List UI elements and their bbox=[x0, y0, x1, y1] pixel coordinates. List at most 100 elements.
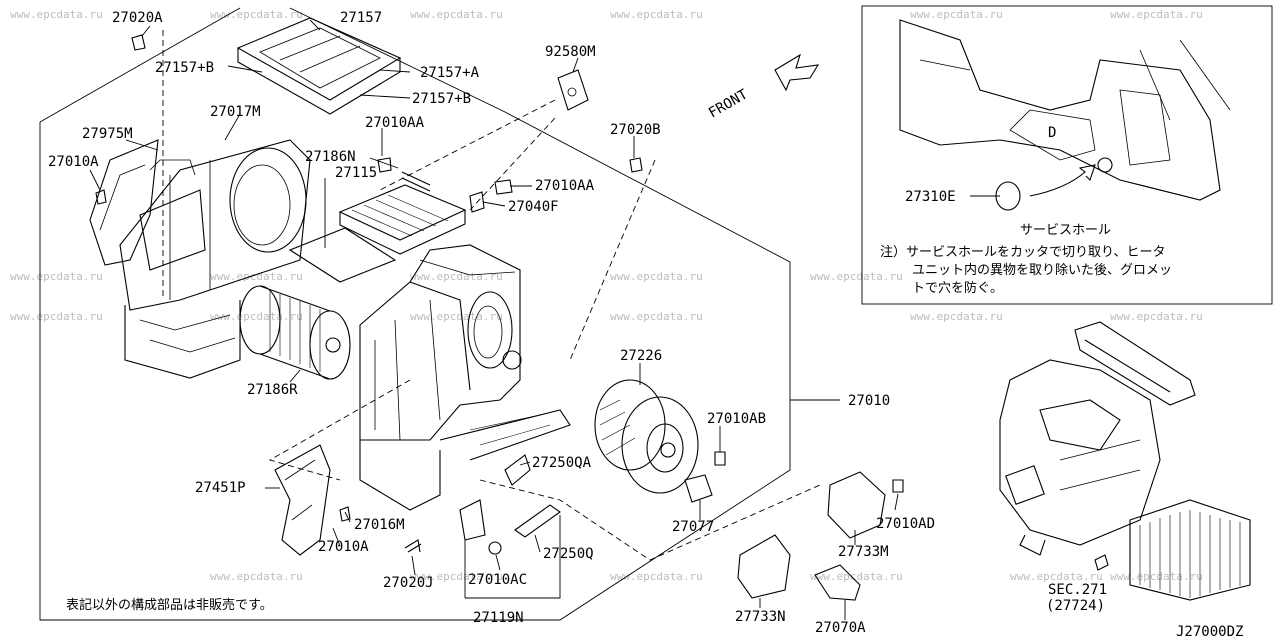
watermark: www.epcdata.ru bbox=[810, 570, 903, 583]
section-271[interactable]: SEC.271 bbox=[1048, 582, 1107, 598]
housing-center bbox=[359, 244, 571, 511]
part-27010aa-mid[interactable]: 27010AA bbox=[535, 178, 595, 194]
filter-27724 bbox=[1129, 499, 1251, 601]
part-27020a[interactable]: 27020A bbox=[112, 10, 163, 26]
watermark: www.epcdata.ru bbox=[10, 270, 103, 283]
part-27250q[interactable]: 27250Q bbox=[543, 546, 594, 562]
watermark: www.epcdata.ru bbox=[410, 8, 503, 21]
screw-27010ad bbox=[892, 479, 904, 493]
inset-note-line-1: 注）サービスホールをカッタで切り取り、ヒータ bbox=[880, 245, 1165, 260]
inset-note-line-2: ユニット内の異物を取り除いた後、グロメッ bbox=[912, 262, 1172, 278]
leader-lines bbox=[89, 19, 1000, 620]
screw-27010a-2 bbox=[339, 506, 351, 522]
part-27010ab[interactable]: 27010AB bbox=[707, 411, 766, 427]
part-27020b[interactable]: 27020B bbox=[610, 122, 661, 138]
clip-27040f bbox=[469, 191, 485, 213]
part-27157[interactable]: 27157 bbox=[340, 10, 382, 26]
watermark: www.epcdata.ru bbox=[10, 310, 103, 323]
watermark: www.epcdata.ru bbox=[1110, 8, 1203, 21]
part-27040f[interactable]: 27040F bbox=[508, 199, 559, 215]
grommet-27310e bbox=[995, 181, 1021, 211]
link-27250q bbox=[514, 504, 561, 538]
watermark: www.epcdata.ru bbox=[910, 8, 1003, 21]
grommet-92580m bbox=[557, 69, 589, 111]
screw-27010a bbox=[95, 189, 107, 205]
part-27010ac[interactable]: 27010AC bbox=[468, 572, 527, 588]
inset-service-hole: D サービスホール 注）サービスホールをカッタで切り取り、ヒータ ユニット内の異… bbox=[861, 5, 1273, 305]
service-hole-label: サービスホール bbox=[1020, 223, 1111, 238]
clip-27020j bbox=[404, 539, 422, 553]
exploded-view-lines bbox=[162, 30, 821, 561]
watermark: www.epcdata.ru bbox=[410, 570, 503, 583]
harness-27070a bbox=[814, 564, 861, 601]
section-271-ref: (27724) bbox=[1046, 598, 1105, 614]
part-27975m[interactable]: 27975M bbox=[82, 126, 133, 142]
watermark: www.epcdata.ru bbox=[610, 270, 703, 283]
assembled-unit bbox=[999, 321, 1251, 601]
lever-27119n bbox=[459, 499, 486, 541]
service-hole-mark bbox=[1097, 157, 1113, 173]
watermark: www.epcdata.ru bbox=[610, 310, 703, 323]
watermark: www.epcdata.ru bbox=[1110, 310, 1203, 323]
watermark: www.epcdata.ru bbox=[1110, 570, 1203, 583]
service-hole-arrow bbox=[1029, 164, 1096, 197]
watermark: www.epcdata.ru bbox=[410, 270, 503, 283]
cover-27157 bbox=[236, 17, 402, 115]
housing-upper-left bbox=[89, 139, 311, 379]
part-27070a[interactable]: 27070A bbox=[815, 620, 866, 636]
front-label: FRONT bbox=[706, 86, 751, 121]
inset-mark-d: D bbox=[1048, 125, 1056, 141]
part-labels: 27020A 27157 27157+B 27157+A 27157+B 925… bbox=[48, 10, 1243, 640]
part-27010a-left[interactable]: 27010A bbox=[48, 154, 99, 170]
part-27010ad[interactable]: 27010AD bbox=[876, 516, 935, 532]
actuator-27733m bbox=[827, 471, 886, 539]
part-27010a-bottom[interactable]: 27010A bbox=[318, 539, 369, 555]
part-27010aa-top[interactable]: 27010AA bbox=[365, 115, 425, 131]
watermark: www.epcdata.ru bbox=[210, 8, 303, 21]
part-27020j[interactable]: 27020J bbox=[383, 575, 434, 591]
watermark: www.epcdata.ru bbox=[210, 270, 303, 283]
clip-27020b bbox=[629, 157, 643, 173]
filter-27115 bbox=[338, 184, 467, 255]
part-27157b-left[interactable]: 27157+B bbox=[155, 60, 214, 76]
bracket-27451p bbox=[274, 444, 331, 556]
watermark: www.epcdata.ru bbox=[910, 310, 1003, 323]
watermark: www.epcdata.ru bbox=[1010, 570, 1103, 583]
watermark: www.epcdata.ru bbox=[10, 8, 103, 21]
screw-27020a bbox=[131, 34, 146, 51]
screw-27010aa bbox=[377, 157, 392, 173]
part-27451p[interactable]: 27451P bbox=[195, 480, 246, 496]
watermark-layer: www.epcdata.ru www.epcdata.ru www.epcdat… bbox=[10, 8, 1203, 583]
part-27119n[interactable]: 27119N bbox=[473, 610, 524, 626]
part-27077[interactable]: 27077 bbox=[672, 519, 714, 535]
part-27010[interactable]: 27010 bbox=[848, 393, 890, 409]
part-27733m[interactable]: 27733M bbox=[838, 544, 889, 560]
part-27226[interactable]: 27226 bbox=[620, 348, 662, 364]
part-27186r[interactable]: 27186R bbox=[247, 382, 298, 398]
link-27250qa bbox=[504, 454, 531, 486]
front-indicator: FRONT bbox=[706, 53, 820, 121]
part-27157b-right[interactable]: 27157+B bbox=[412, 91, 471, 107]
assembly-frame bbox=[39, 7, 791, 621]
blower-motor-27226 bbox=[594, 379, 699, 494]
screw-27010aa-2 bbox=[494, 179, 513, 195]
watermark: www.epcdata.ru bbox=[610, 570, 703, 583]
resistor-27077 bbox=[684, 474, 713, 503]
part-27017m[interactable]: 27017M bbox=[210, 104, 261, 120]
part-27733n[interactable]: 27733N bbox=[735, 609, 786, 625]
part-27186n[interactable]: 27186N bbox=[305, 149, 356, 165]
part-27310e[interactable]: 27310E bbox=[905, 189, 956, 205]
watermark: www.epcdata.ru bbox=[610, 8, 703, 21]
inset-note-line-3: トで穴を防ぐ。 bbox=[912, 280, 1003, 296]
part-27115[interactable]: 27115 bbox=[335, 165, 377, 181]
screw-27010ac bbox=[488, 541, 502, 555]
part-27250qa[interactable]: 27250QA bbox=[532, 455, 592, 471]
fan-27186r bbox=[239, 285, 351, 380]
diagram-code: J27000DZ bbox=[1176, 624, 1243, 640]
part-27016m[interactable]: 27016M bbox=[354, 517, 405, 533]
part-92580m[interactable]: 92580M bbox=[545, 44, 596, 60]
part-27157a[interactable]: 27157+A bbox=[420, 65, 480, 81]
screw-27010ab bbox=[714, 451, 726, 466]
actuator-27733n bbox=[737, 534, 791, 599]
